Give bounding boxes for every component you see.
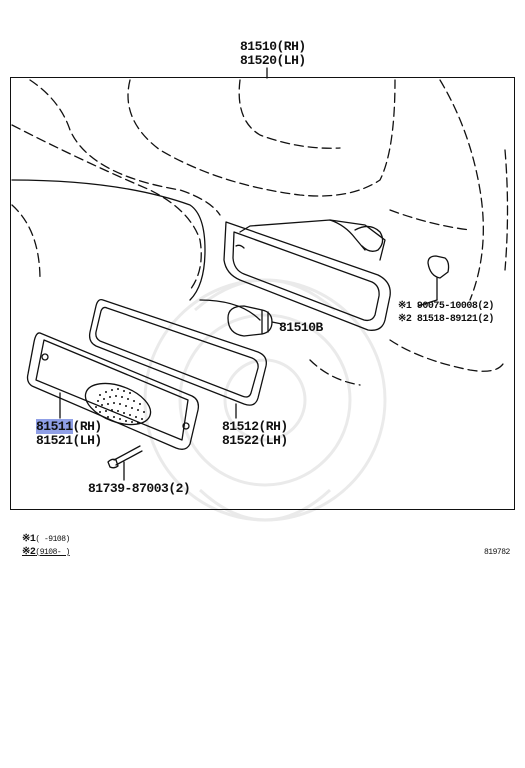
footnote-2-text: (9108- ) [35, 548, 70, 557]
part-number-lh[interactable]: 81520(LH) [240, 53, 306, 68]
footnote-2-mark: ※2 [22, 547, 36, 558]
watermark-emblem [143, 278, 387, 522]
callout-gasket-lh[interactable]: 81522(LH) [222, 433, 288, 448]
bulb [227, 305, 283, 337]
lens-texture [95, 388, 145, 424]
screw [107, 445, 143, 469]
bracket-clip [417, 255, 450, 307]
diagram-code: 819782 [484, 548, 510, 557]
footnote-1-text: ( -9108) [35, 535, 70, 544]
diagram-frame [10, 77, 515, 510]
callout-screw[interactable]: 81739-87003(2) [88, 481, 191, 496]
part-number-rh[interactable]: 81510(RH) [240, 39, 306, 54]
gasket [88, 298, 267, 419]
callout-bracket-2[interactable]: ※2 81518-89121(2) [398, 314, 494, 325]
footnote-2: ※2(9108- ) [22, 546, 70, 559]
bumper-outline [11, 79, 509, 386]
callout-lens-rh[interactable]: 81511(RH) [36, 419, 103, 434]
body-panel-line [11, 179, 206, 301]
callout-bulb[interactable]: 81510B [279, 320, 323, 335]
lamp-housing [223, 219, 391, 331]
footnote-1: ※1( -9108) [22, 533, 70, 546]
lens [26, 332, 200, 450]
bulb-socket [354, 225, 384, 252]
callout-lens-lh[interactable]: 81521(LH) [36, 433, 102, 448]
callout-lens-rh-number[interactable]: 81511 [36, 419, 73, 434]
callout-bracket-1[interactable]: ※1 90075-10008(2) [398, 301, 494, 312]
footnote-1-mark: ※1 [22, 534, 36, 545]
callout-gasket-rh[interactable]: 81512(RH) [222, 419, 288, 434]
callout-lens-rh-side: (RH) [72, 419, 103, 434]
body-panel-edge [199, 299, 261, 321]
